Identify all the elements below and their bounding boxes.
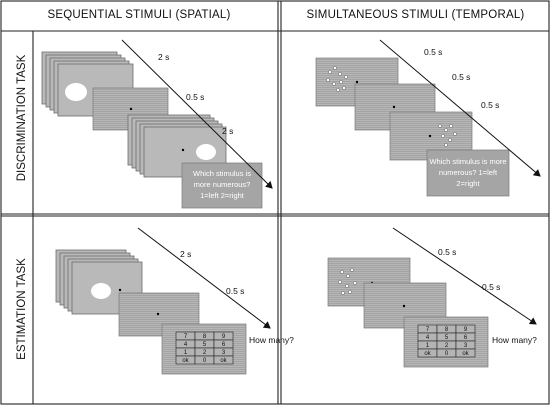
keypad-cell bbox=[213, 355, 234, 365]
keypad-key-label: 6 bbox=[222, 342, 226, 348]
keypad-key-label: 9 bbox=[222, 334, 226, 340]
keypad-key-label: 3 bbox=[222, 350, 226, 356]
q2-simultaneous-discrimination: Which stimulus is more numerous? 1=left … bbox=[315, 39, 541, 197]
q2-time-label-2: 0.5 s bbox=[452, 72, 470, 82]
q2-question-screen bbox=[426, 149, 510, 197]
keypad-key-label: 2 bbox=[445, 343, 449, 349]
q2-time-label-1: 0.5 s bbox=[424, 47, 442, 57]
keypad-key-label: 3 bbox=[464, 343, 468, 349]
q2-question-line-3: 2=right bbox=[456, 179, 480, 188]
q3-time-label-2: 0.5 s bbox=[226, 286, 244, 296]
keypad-key-label: 8 bbox=[203, 334, 207, 340]
q1-stimulus-left bbox=[65, 83, 87, 101]
q1-question-line-1: Which stimulus is bbox=[193, 169, 251, 178]
keypad-key-label: 9 bbox=[464, 327, 468, 333]
keypad-key-label: 1 bbox=[426, 343, 430, 349]
q2-question-line-1: Which stimulus is more bbox=[429, 157, 506, 166]
q4-time-label-2: 0.5 s bbox=[482, 282, 500, 292]
keypad-key-label: 4 bbox=[184, 342, 188, 348]
q4-dot-cloud bbox=[338, 268, 357, 295]
q1-time-label-1: 2 s bbox=[158, 52, 169, 62]
keypad-key-label: 0 bbox=[203, 358, 207, 364]
keypad-cell bbox=[455, 348, 476, 358]
q1-stimulus-right bbox=[196, 144, 216, 160]
q2-question-line-2: numerous? 1=left bbox=[439, 168, 498, 177]
keypad-key-label: 7 bbox=[426, 327, 430, 333]
header-sequential: SEQUENTIAL STIMULI (SPATIAL) bbox=[47, 9, 231, 21]
q1-time-label-2: 0.5 s bbox=[186, 92, 204, 102]
header-simultaneous: SIMULTANEOUS STIMULI (TEMPORAL) bbox=[306, 9, 525, 21]
q3-time-label-1: 2 s bbox=[180, 249, 191, 259]
q3-how-many: How many? bbox=[249, 335, 294, 345]
keypad-key-label: 5 bbox=[203, 342, 207, 348]
q4-time-label-1: 0.5 s bbox=[438, 247, 456, 257]
q4-time-arrow bbox=[392, 227, 537, 325]
q2-time-label-3: 0.5 s bbox=[481, 100, 499, 110]
keypad-key-label: ok bbox=[462, 351, 469, 357]
q1-question-screen bbox=[181, 162, 263, 209]
keypad-key-label: 6 bbox=[464, 335, 468, 341]
q4-simultaneous-estimation: 7 8 9 4 5 6 1 2 3 ok 0 ok How many? 0.5 s 0.5 s bbox=[327, 227, 537, 368]
q2-dot-cloud-left bbox=[326, 66, 348, 92]
q3-keypad: 7 8 9 4 5 6 1 2 3 ok 0 ok bbox=[175, 331, 234, 365]
keypad-key-label: 7 bbox=[184, 334, 188, 340]
q4-keypad: 7 8 9 4 5 6 1 2 3 ok 0 ok bbox=[417, 324, 476, 358]
keypad-key-label: 4 bbox=[426, 335, 430, 341]
keypad-key-label: 8 bbox=[445, 327, 449, 333]
keypad-key-label: ok bbox=[424, 351, 431, 357]
q2-dot-cloud-right bbox=[438, 124, 457, 147]
keypad-key-label: 2 bbox=[203, 350, 207, 356]
keypad-key-label: ok bbox=[220, 358, 227, 364]
q3-sequential-estimation: 7 8 9 4 5 6 1 2 3 ok 0 ok How many? 2 s 0.5 s bbox=[55, 227, 294, 375]
q1-sequential-discrimination: Which stimulus is more numerous? 1=left … bbox=[41, 39, 273, 209]
q2-time-arrow bbox=[379, 39, 541, 177]
q1-time-arrow bbox=[121, 39, 273, 189]
q1-question-line-2: more numerous? bbox=[194, 180, 251, 189]
q4-how-many: How many? bbox=[492, 335, 537, 345]
q3-time-arrow bbox=[137, 227, 271, 329]
q1-question-line-3: 1=left 2=right bbox=[200, 191, 245, 200]
q3-stimulus bbox=[91, 283, 111, 299]
keypad-key-label: 5 bbox=[445, 335, 449, 341]
keypad-key-label: 1 bbox=[184, 350, 188, 356]
q1-time-label-3: 2 s bbox=[222, 126, 233, 136]
keypad-key-label: 0 bbox=[445, 351, 449, 357]
keypad-key-label: ok bbox=[182, 358, 189, 364]
